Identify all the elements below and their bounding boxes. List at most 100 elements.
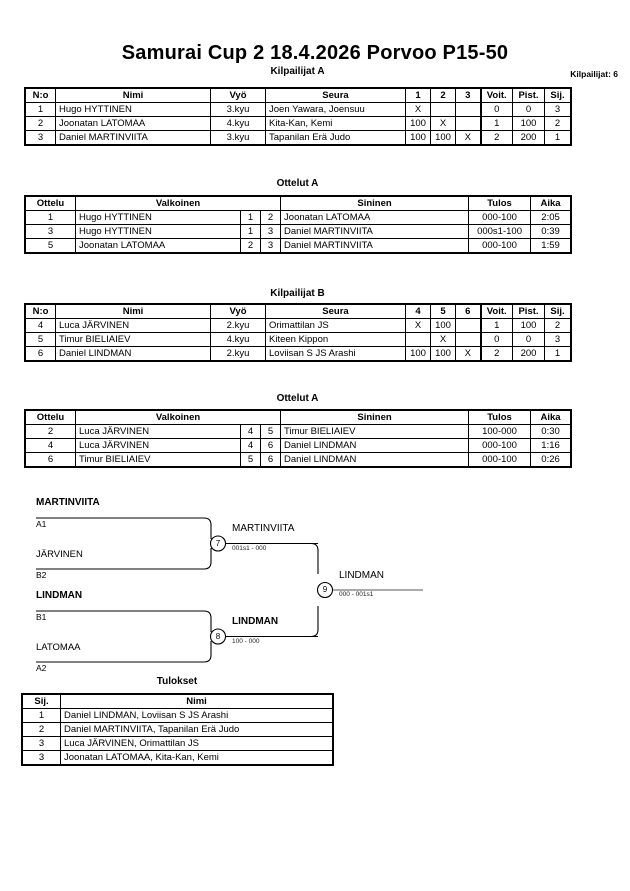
cell-club: Kita-Kan, Kemi <box>265 116 406 131</box>
table-row: 2 Daniel MARTINVIITA, Tapanilan Erä Judo <box>22 722 333 737</box>
cell-club: Tapanilan Erä Judo <box>265 130 406 145</box>
cell-rank: 3 <box>544 102 571 117</box>
cell-blue: Daniel LINDMAN <box>280 452 470 467</box>
cell-white: Luca JÄRVINEN <box>75 438 241 453</box>
cell-m2: 100 <box>430 130 456 145</box>
matches-a-table: Ottelu Valkoinen Sininen Tulos Aika 1 Hu… <box>23 195 573 254</box>
entrants-count: Kilpailijat: 6 <box>570 69 618 79</box>
col-rank: Sij. <box>544 304 571 319</box>
cell-wins: 0 <box>479 332 513 347</box>
bracket-sf2-score: 100 - 000 <box>232 638 260 645</box>
cell-m1: X <box>405 102 431 117</box>
cell-match: 3 <box>25 224 76 239</box>
col-wins: Voit. <box>479 88 513 103</box>
cell-points: 0 <box>512 102 545 117</box>
col-blue: Sininen <box>280 410 470 425</box>
cell-club: Orimattilan JS <box>265 318 406 333</box>
cell-no: 4 <box>25 318 56 333</box>
col-result: Tulos <box>468 196 532 211</box>
cell-white-no: 4 <box>240 424 261 439</box>
cell-white: Timur BIELIAIEV <box>75 452 241 467</box>
cell-white: Hugo HYTTINEN <box>75 224 241 239</box>
cell-blue: Daniel MARTINVIITA <box>280 238 470 253</box>
cell-club: Kiteen Kippon <box>265 332 406 347</box>
results-table: Sij. Nimi 1 Daniel LINDMAN, Loviisan S J… <box>21 693 334 766</box>
col-belt: Vyö <box>210 304 266 319</box>
matches-b-table: Ottelu Valkoinen Sininen Tulos Aika 2 Lu… <box>23 409 573 468</box>
cell-club: Loviisan S JS Arashi <box>265 346 406 361</box>
cell-m1: 100 <box>405 346 431 361</box>
cell-name: Daniel MARTINVIITA, Tapanilan Erä Judo <box>60 722 333 737</box>
cell-m3 <box>455 332 481 347</box>
cell-m3: X <box>455 130 481 145</box>
bracket-sf1-bottom-name: JÄRVINEN <box>36 549 83 560</box>
table-row: 5 Joonatan LATOMAA 2 3 Daniel MARTINVIIT… <box>25 238 572 253</box>
bracket-match-number-8: 8 <box>215 631 221 641</box>
cell-rank: 1 <box>22 708 61 723</box>
cell-time: 2:05 <box>530 210 572 225</box>
cell-rank: 3 <box>544 332 571 347</box>
table-header-row: Ottelu Valkoinen Sininen Tulos Aika <box>25 410 572 425</box>
col-match: Ottelu <box>25 196 76 211</box>
cell-result: 000-100 <box>468 238 532 253</box>
cell-time: 0:26 <box>530 452 572 467</box>
cell-m3 <box>455 116 481 131</box>
col-m3: 6 <box>455 304 481 319</box>
cell-name: Luca JÄRVINEN, Orimattilan JS <box>60 736 333 751</box>
cell-rank: 2 <box>544 318 571 333</box>
col-points: Pist. <box>512 304 545 319</box>
cell-blue-no: 6 <box>259 452 282 467</box>
cell-white: Luca JÄRVINEN <box>75 424 241 439</box>
table-row: 2 Luca JÄRVINEN 4 5 Timur BIELIAIEV 100-… <box>25 424 572 439</box>
col-time: Aika <box>530 196 572 211</box>
bracket-sf1-bottom-seed: B2 <box>36 570 47 580</box>
cell-wins: 2 <box>479 130 513 145</box>
cell-name: Daniel LINDMAN, Loviisan S JS Arashi <box>60 708 333 723</box>
cell-blue: Daniel LINDMAN <box>280 438 470 453</box>
cell-rank: 2 <box>544 116 571 131</box>
col-m2: 2 <box>430 88 456 103</box>
col-name: Nimi <box>55 304 211 319</box>
cell-blue: Timur BIELIAIEV <box>280 424 470 439</box>
table-header-row: N:o Nimi Vyö Seura 4 5 6 Voit. Pist. Sij… <box>25 304 571 319</box>
cell-match: 6 <box>25 452 76 467</box>
cell-name: Joonatan LATOMAA <box>55 116 211 131</box>
table-row: 3 Hugo HYTTINEN 1 3 Daniel MARTINVIITA 0… <box>25 224 572 239</box>
bracket-sf2-bottom-seed: A2 <box>36 663 47 673</box>
cell-white: Joonatan LATOMAA <box>75 238 241 253</box>
cell-result: 000-100 <box>468 210 532 225</box>
cell-result: 000-100 <box>468 438 532 453</box>
table-row: 1 Hugo HYTTINEN 1 2 Joonatan LATOMAA 000… <box>25 210 572 225</box>
cell-m2: 100 <box>430 318 456 333</box>
col-result: Tulos <box>468 410 532 425</box>
cell-time: 0:39 <box>530 224 572 239</box>
cell-result: 100-000 <box>468 424 532 439</box>
cell-wins: 1 <box>479 318 513 333</box>
cell-m2: X <box>430 116 456 131</box>
cell-belt: 4.kyu <box>210 116 266 131</box>
elimination-bracket: MARTINVIITA A1 JÄRVINEN B2 7 MARTINVIITA… <box>0 492 630 677</box>
cell-match: 5 <box>25 238 76 253</box>
table-row: 2 Joonatan LATOMAA 4.kyu Kita-Kan, Kemi … <box>25 116 571 131</box>
caption-pool-a: Kilpailijat A <box>270 66 325 77</box>
cell-no: 2 <box>25 116 56 131</box>
col-m1: 1 <box>405 88 431 103</box>
cell-blue: Daniel MARTINVIITA <box>280 224 470 239</box>
table-row: 4 Luca JÄRVINEN 4 6 Daniel LINDMAN 000-1… <box>25 438 572 453</box>
table-row: 1 Daniel LINDMAN, Loviisan S JS Arashi <box>22 708 333 723</box>
cell-blue-no: 5 <box>259 424 282 439</box>
cell-blue-no: 6 <box>259 438 282 453</box>
col-match: Ottelu <box>25 410 76 425</box>
cell-white-no: 1 <box>240 210 261 225</box>
col-belt: Vyö <box>210 88 266 103</box>
cell-name: Timur BIELIAIEV <box>55 332 211 347</box>
cell-match: 1 <box>25 210 76 225</box>
cell-wins: 1 <box>479 116 513 131</box>
cell-white-no: 2 <box>240 238 261 253</box>
caption-pool-b: Kilpailijat B <box>270 288 325 299</box>
table-header-row: N:o Nimi Vyö Seura 1 2 3 Voit. Pist. Sij… <box>25 88 571 103</box>
col-m2: 5 <box>430 304 456 319</box>
cell-m1: X <box>405 318 431 333</box>
pool-a-table: N:o Nimi Vyö Seura 1 2 3 Voit. Pist. Sij… <box>24 87 572 146</box>
col-rank: Sij. <box>22 694 61 709</box>
